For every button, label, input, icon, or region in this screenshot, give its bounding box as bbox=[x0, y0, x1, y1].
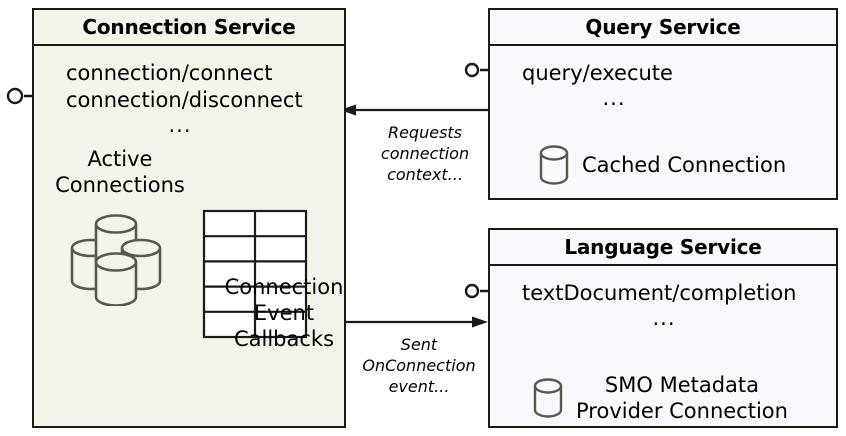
connection-service-title: Connection Service bbox=[34, 10, 344, 46]
connection-event-callbacks-label: Connection Event Callbacks bbox=[224, 275, 344, 351]
language-service-ellipsis: ... bbox=[652, 306, 676, 330]
connection-service-ellipsis: ... bbox=[168, 113, 192, 137]
language-service-operations: textDocument/completion ... bbox=[490, 280, 836, 329]
edge-connection-to-language-arrow bbox=[346, 316, 488, 328]
query-service-ellipsis: ... bbox=[602, 86, 626, 110]
query-service-component[interactable]: Query Service query/execute ... Cached C… bbox=[488, 8, 838, 200]
query-service-operations: query/execute ... bbox=[490, 60, 836, 109]
active-connections-label: Active Connections bbox=[55, 147, 185, 197]
cached-connection-label: Cached Connection bbox=[582, 153, 787, 177]
language-service-component[interactable]: Language Service textDocument/completion… bbox=[488, 228, 838, 428]
database-cluster-icon bbox=[70, 214, 162, 306]
operation-connection-connect: connection/connect bbox=[66, 61, 273, 85]
edge-label-sent-onconnection-event: Sent OnConnection event... bbox=[352, 334, 486, 397]
cached-connection-asset: Cached Connection bbox=[536, 141, 786, 189]
connection-service-component[interactable]: Connection Service connection/connect co… bbox=[32, 8, 346, 428]
connection-service-operations: connection/connect connection/disconnect… bbox=[34, 60, 344, 136]
database-cylinder-icon bbox=[533, 378, 563, 418]
database-cylinder-icon bbox=[539, 145, 569, 185]
operation-textdocument-completion: textDocument/completion bbox=[522, 281, 797, 305]
edge-query-to-connection-arrow bbox=[340, 104, 488, 116]
smo-metadata-provider-connection-label: SMO Metadata Provider Connection bbox=[576, 373, 788, 423]
query-service-body: query/execute ... Cached Connection bbox=[490, 46, 836, 198]
operation-query-execute: query/execute bbox=[522, 61, 673, 85]
language-service-body: textDocument/completion ... SMO Metadata… bbox=[490, 266, 836, 426]
table-grid-icon bbox=[202, 209, 308, 339]
connection-service-body: connection/connect connection/disconnect… bbox=[34, 46, 344, 426]
edge-label-requests-connection-context: Requests connection context... bbox=[366, 122, 484, 185]
query-service-title: Query Service bbox=[490, 10, 836, 46]
smo-metadata-provider-connection-asset: SMO Metadata Provider Connection bbox=[530, 372, 788, 424]
operation-connection-disconnect: connection/disconnect bbox=[66, 88, 303, 112]
language-service-title: Language Service bbox=[490, 230, 836, 266]
